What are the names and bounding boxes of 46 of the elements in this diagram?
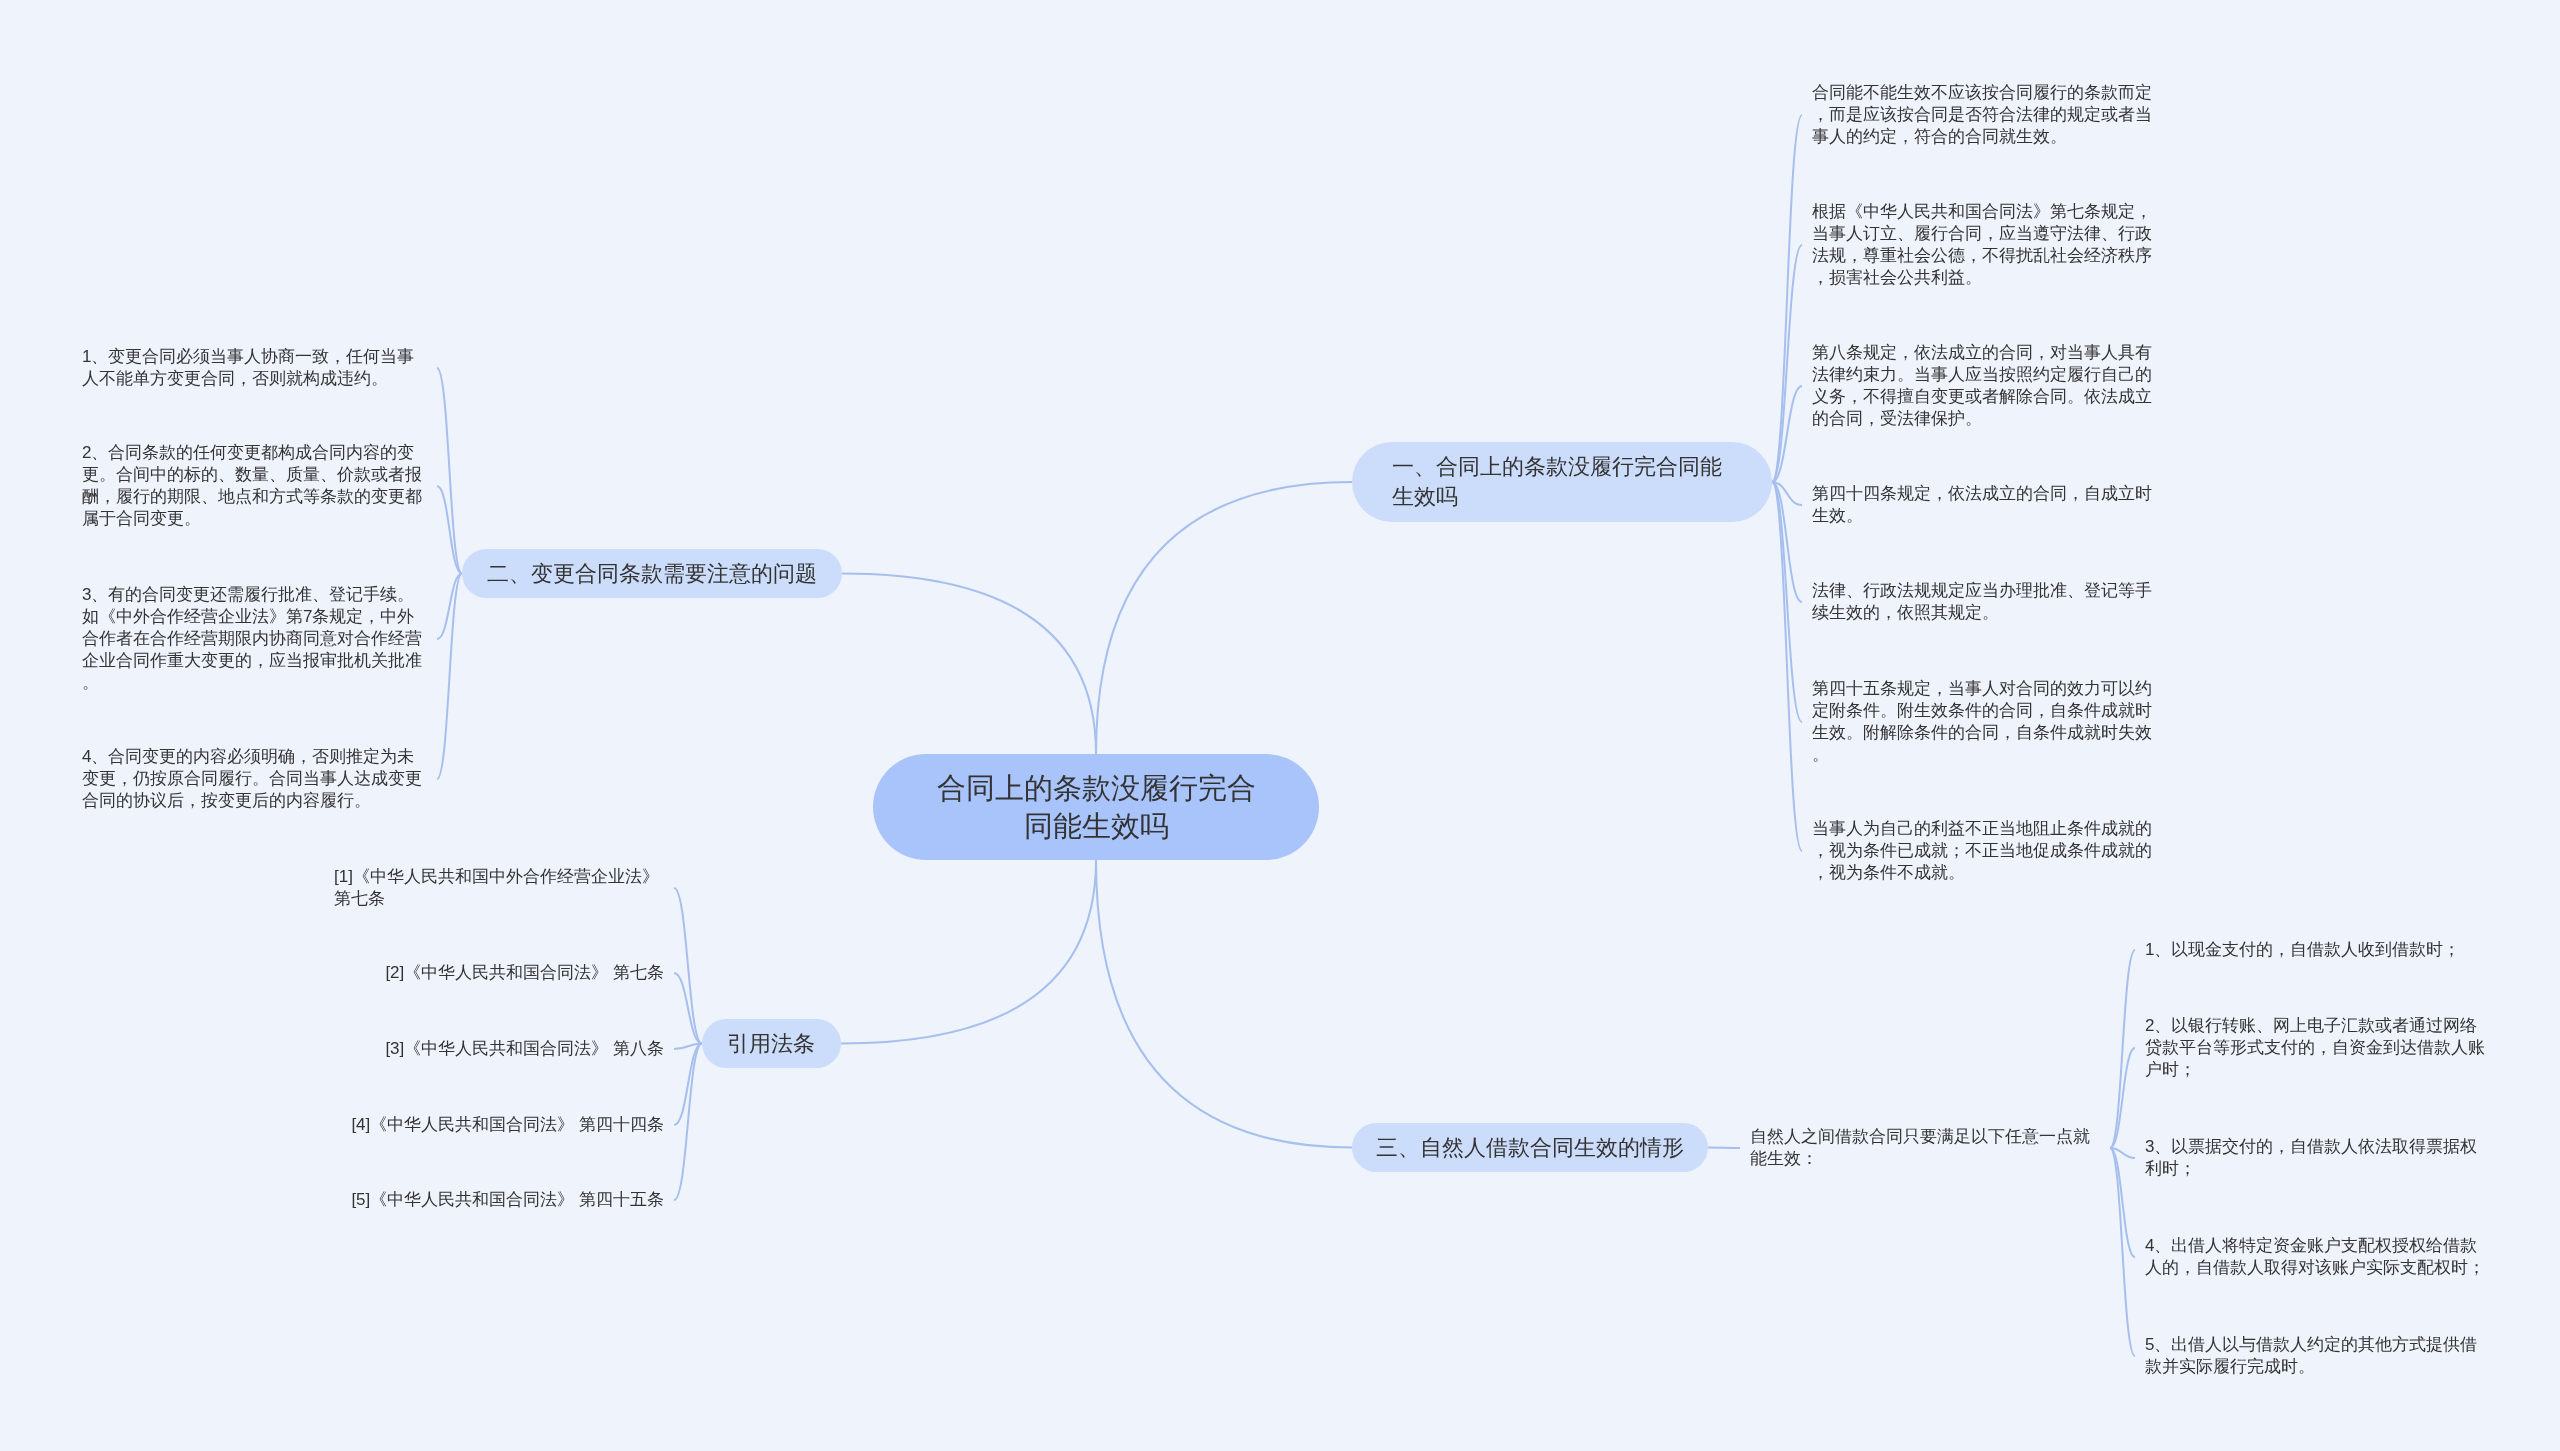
note-text: 第八条规定，依法成立的合同，对当事人具有法律约束力。当事人应当按照约定履行自己的义务，不得擅自变更或者解除合同。依法成立的合同，受法律保护。 xyxy=(1802,342,2167,430)
note-text: 3、以票据交付的，自借款人依法取得票据权利时； xyxy=(2135,1136,2500,1180)
connector-line xyxy=(673,1042,703,1201)
note-text: 2、合同条款的任何变更都构成合同内容的变更。合间中的标的、数量、质量、价款或者报酬，履行的期限、地点和方式等条款的变更都属于合同变更。 xyxy=(72,442,437,530)
note-text: 当事人为自己的利益不正当地阻止条件成就的，视为条件已成就；不正当地促成条件成就的，视为条件不成就。 xyxy=(1802,818,2167,884)
connector-line xyxy=(2109,1147,2136,1258)
reference-text: [1]《中华人民共和国中外合作经营企业法》第七条 xyxy=(324,866,674,910)
connector-line xyxy=(1771,114,1803,483)
connector-line xyxy=(436,572,463,780)
branch-topic: 三、自然人借款合同生效的情形 xyxy=(1352,1123,1708,1172)
note-text: 1、变更合同必须当事人协商一致，任何当事人不能单方变更合同，否则就构成违约。 xyxy=(72,346,437,390)
central-topic: 合同上的条款没履行完合同能生效吗 xyxy=(873,754,1319,860)
note-text: 4、出借人将特定资金账户支配权授权给借款人的，自借款人取得对该账户实际支配权时； xyxy=(2135,1235,2500,1279)
note-text: 1、以现金支付的，自借款人收到借款时； xyxy=(2135,939,2500,961)
connector-line xyxy=(2109,1047,2136,1149)
note-text: 第四十五条规定，当事人对合同的效力可以约定附条件。附生效条件的合同，自条件成就时生效。附解除条件的合同，自条件成就时失效。 xyxy=(1802,678,2167,766)
connector-line xyxy=(673,972,703,1045)
branch-topic: 二、变更合同条款需要注意的问题 xyxy=(462,549,842,598)
connector-line xyxy=(1771,385,1803,483)
reference-text: [4]《中华人民共和国合同法》 第四十四条 xyxy=(341,1114,674,1136)
connector-line xyxy=(2109,949,2136,1149)
note-text: 法律、行政法规规定应当办理批准、登记等手续生效的，依照其规定。 xyxy=(1802,580,2167,624)
connector-line xyxy=(1771,481,1803,852)
note-text: 自然人之间借款合同只要满足以下任意一点就能生效： xyxy=(1740,1126,2110,1170)
connector-line xyxy=(673,887,703,1045)
note-text: 5、出借人以与借款人约定的其他方式提供借款并实际履行完成时。 xyxy=(2135,1334,2500,1378)
connector-line xyxy=(2109,1147,2136,1357)
connector-line xyxy=(436,572,463,640)
connector-line xyxy=(1771,244,1803,483)
connector-line xyxy=(1771,481,1803,506)
connector-line xyxy=(436,485,463,575)
note-text: 3、有的合同变更还需履行批准、登记手续。如《中外合作经营企业法》第7条规定，中外合作者在合作经营期限内协商同意对合作经营企业合同作重大变更的，应当报审批机关批准。 xyxy=(72,584,437,694)
branch-topic: 引用法条 xyxy=(702,1019,841,1068)
connector-line xyxy=(436,367,463,575)
connector-line xyxy=(1771,481,1803,723)
note-text: 根据《中华人民共和国合同法》第七条规定，当事人订立、履行合同，应当遵守法律、行政法规，尊重社会公德，不得扰乱社会经济秩序，损害社会公共利益。 xyxy=(1802,201,2167,289)
connector-line xyxy=(2109,1147,2136,1159)
branch-topic: 一、合同上的条款没履行完合同能生效吗 xyxy=(1352,442,1772,522)
note-text: 第四十四条规定，依法成立的合同，自成立时生效。 xyxy=(1802,483,2167,527)
note-text: 4、合同变更的内容必须明确，否则推定为未变更，仍按原合同履行。合同当事人达成变更合同的协议后，按变更后的内容履行。 xyxy=(72,746,437,812)
reference-text: [2]《中华人民共和国合同法》 第七条 xyxy=(375,962,674,984)
note-text: 2、以银行转账、网上电子汇款或者通过网络贷款平台等形式支付的，自资金到达借款人账户时； xyxy=(2135,1015,2500,1081)
reference-text: [5]《中华人民共和国合同法》 第四十五条 xyxy=(341,1189,674,1211)
note-text: 合同能不能生效不应该按合同履行的条款而定，而是应该按合同是否符合法律的规定或者当事人的约定，符合的合同就生效。 xyxy=(1802,82,2167,148)
reference-text: [3]《中华人民共和国合同法》 第八条 xyxy=(375,1038,674,1060)
connector-line xyxy=(1707,1146,1741,1149)
